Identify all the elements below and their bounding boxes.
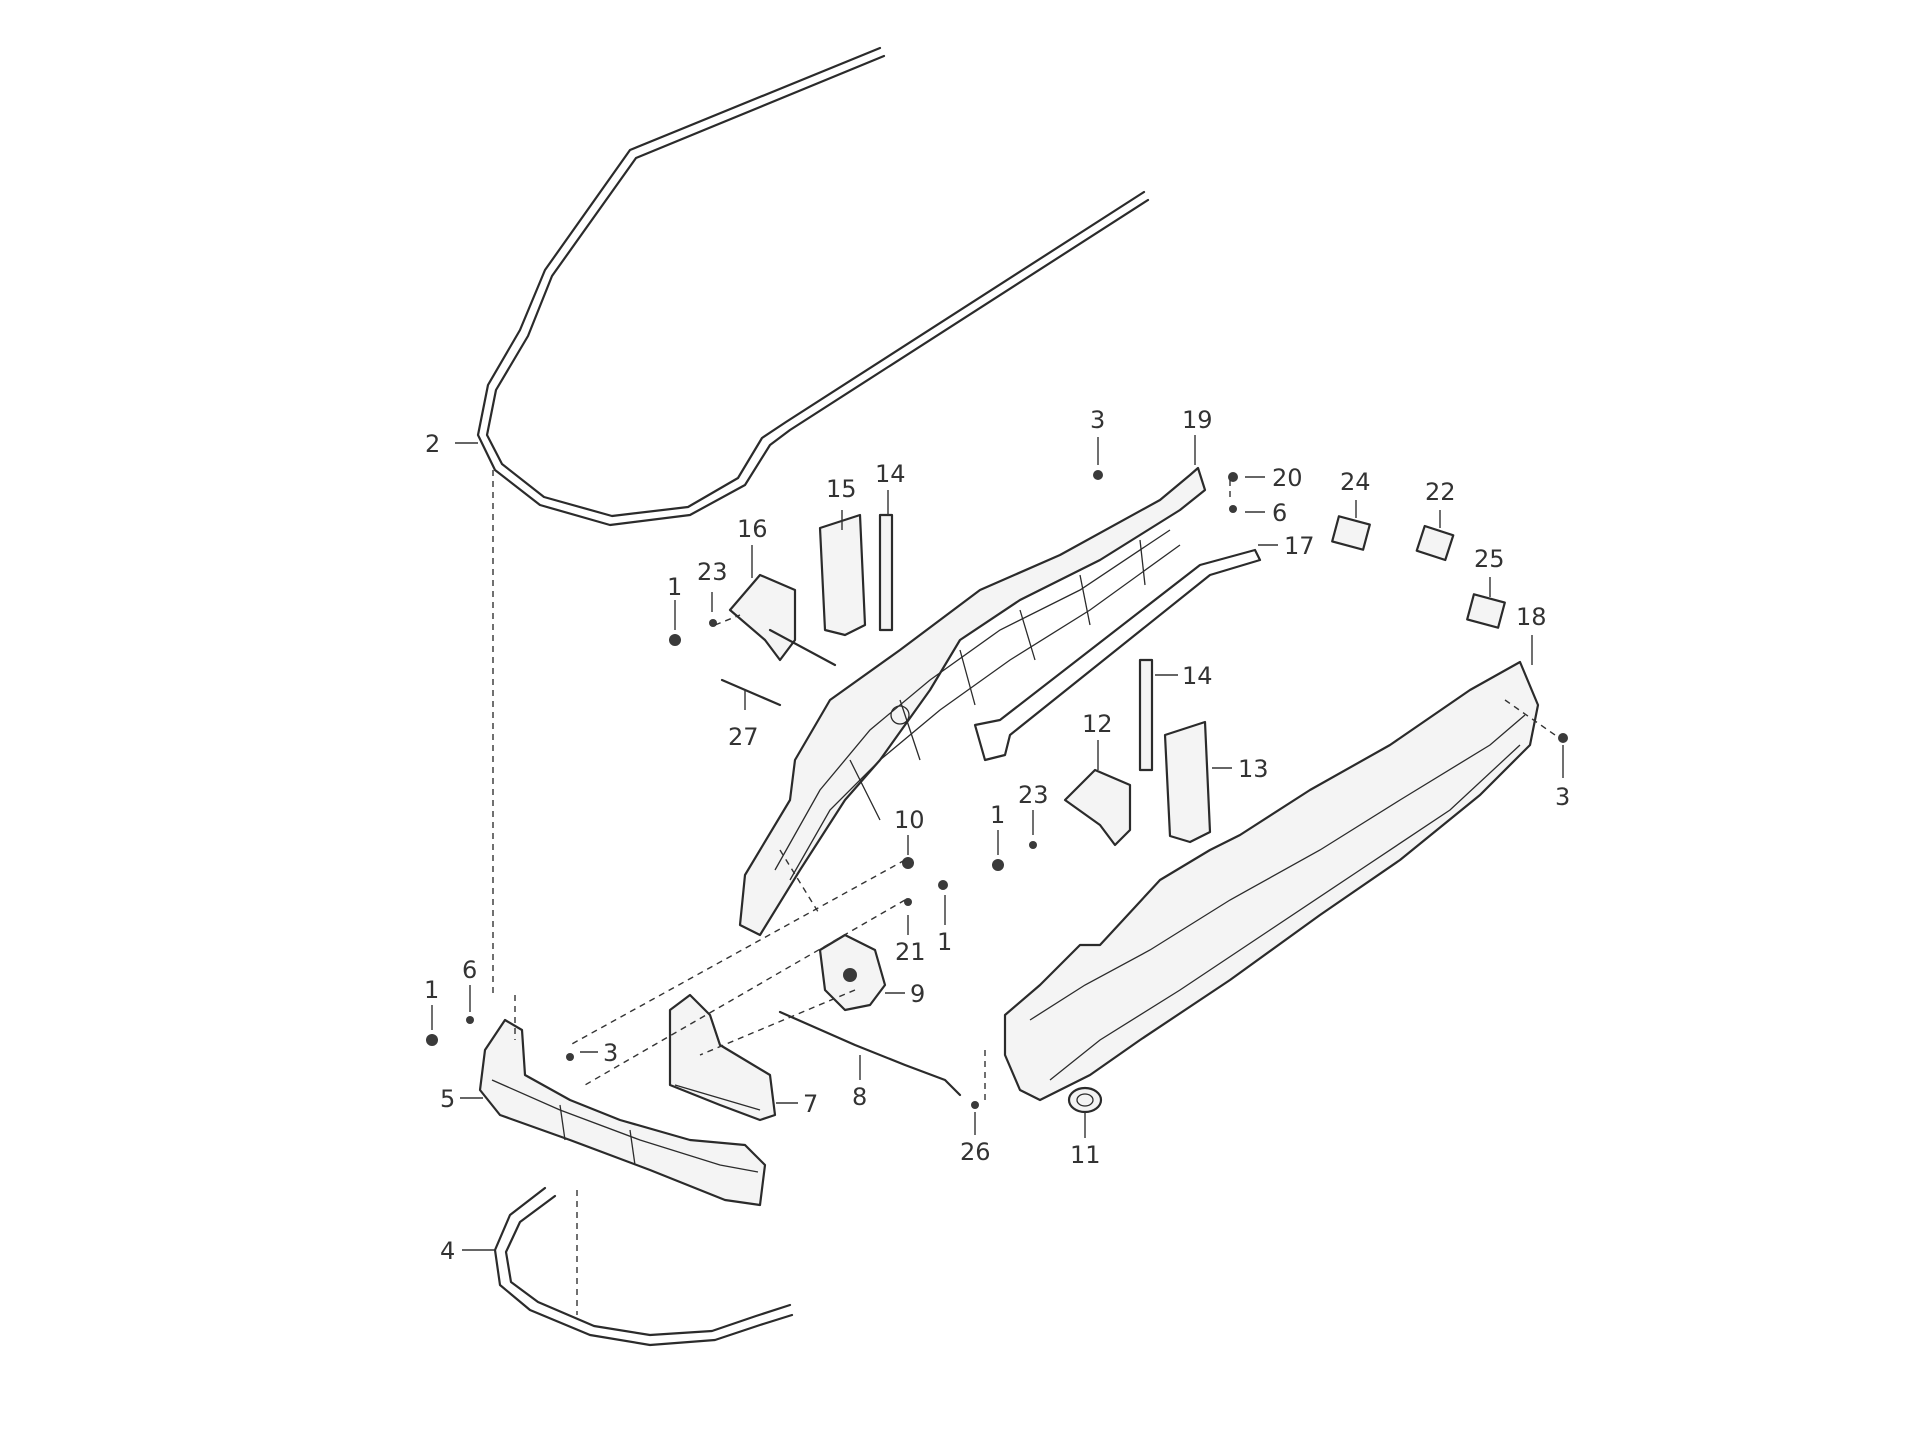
clip-22	[1415, 524, 1455, 562]
callout-19: 19	[1182, 406, 1213, 434]
lower-seal-strip	[493, 1186, 794, 1347]
callout-4: 4	[440, 1237, 455, 1265]
callout-24: 24	[1340, 468, 1371, 496]
callout-23: 23	[1018, 781, 1049, 809]
callout-1: 1	[667, 573, 682, 601]
front-bumper	[478, 1018, 767, 1207]
callout-2: 2	[425, 430, 440, 458]
plate-13	[1163, 720, 1212, 844]
callout-1: 1	[990, 801, 1005, 829]
lower-frame-rail	[1003, 660, 1540, 1102]
bracket-12	[1063, 768, 1132, 847]
callout-26: 26	[960, 1138, 991, 1166]
callout-3: 3	[1090, 406, 1105, 434]
callout-23: 23	[697, 558, 728, 586]
callout-17: 17	[1284, 532, 1315, 560]
upper-frame-rail	[738, 466, 1207, 937]
strip-14b	[1138, 658, 1154, 772]
callout-9: 9	[910, 980, 925, 1008]
callout-16: 16	[737, 515, 768, 543]
callout-11: 11	[1070, 1141, 1101, 1169]
hardware-fasteners	[426, 470, 1568, 1109]
callout-27: 27	[728, 723, 759, 751]
callout-1: 1	[937, 928, 952, 956]
callout-5: 5	[440, 1085, 455, 1113]
assembly-lines	[492, 470, 1556, 1315]
callout-15: 15	[826, 475, 857, 503]
callout-12: 12	[1082, 710, 1113, 738]
clip-24	[1331, 515, 1371, 551]
hood-seal-strip	[476, 46, 1150, 527]
callout-3: 3	[603, 1039, 618, 1067]
latch-assembly	[818, 933, 887, 1012]
mounting-bracket-7	[668, 993, 777, 1122]
release-cable	[778, 1010, 962, 1097]
callout-labels: 2 15 14 16 23 1 27 3 19 20 6 17 24 22 25…	[424, 406, 1570, 1265]
callout-21: 21	[895, 938, 926, 966]
long-bracket-strip	[973, 548, 1262, 762]
callout-10: 10	[894, 806, 925, 834]
callout-14: 14	[875, 460, 906, 488]
callout-3: 3	[1555, 783, 1570, 811]
callout-18: 18	[1516, 603, 1547, 631]
callout-6: 6	[462, 956, 477, 984]
callout-6: 6	[1272, 499, 1287, 527]
callout-13: 13	[1238, 755, 1269, 783]
leader-lines	[431, 435, 1564, 1251]
callout-22: 22	[1425, 478, 1456, 506]
callout-14: 14	[1182, 662, 1213, 690]
callout-1: 1	[424, 976, 439, 1004]
callout-20: 20	[1272, 464, 1303, 492]
callout-25: 25	[1474, 545, 1505, 573]
callout-8: 8	[852, 1083, 867, 1111]
grommet-11	[1067, 1086, 1103, 1114]
rod-16	[768, 628, 837, 667]
strip-14a	[878, 513, 894, 632]
clip-25	[1466, 593, 1506, 629]
callout-7: 7	[803, 1090, 818, 1118]
spring-27	[720, 678, 782, 707]
bracket-16	[728, 573, 797, 662]
plate-15	[818, 513, 867, 637]
